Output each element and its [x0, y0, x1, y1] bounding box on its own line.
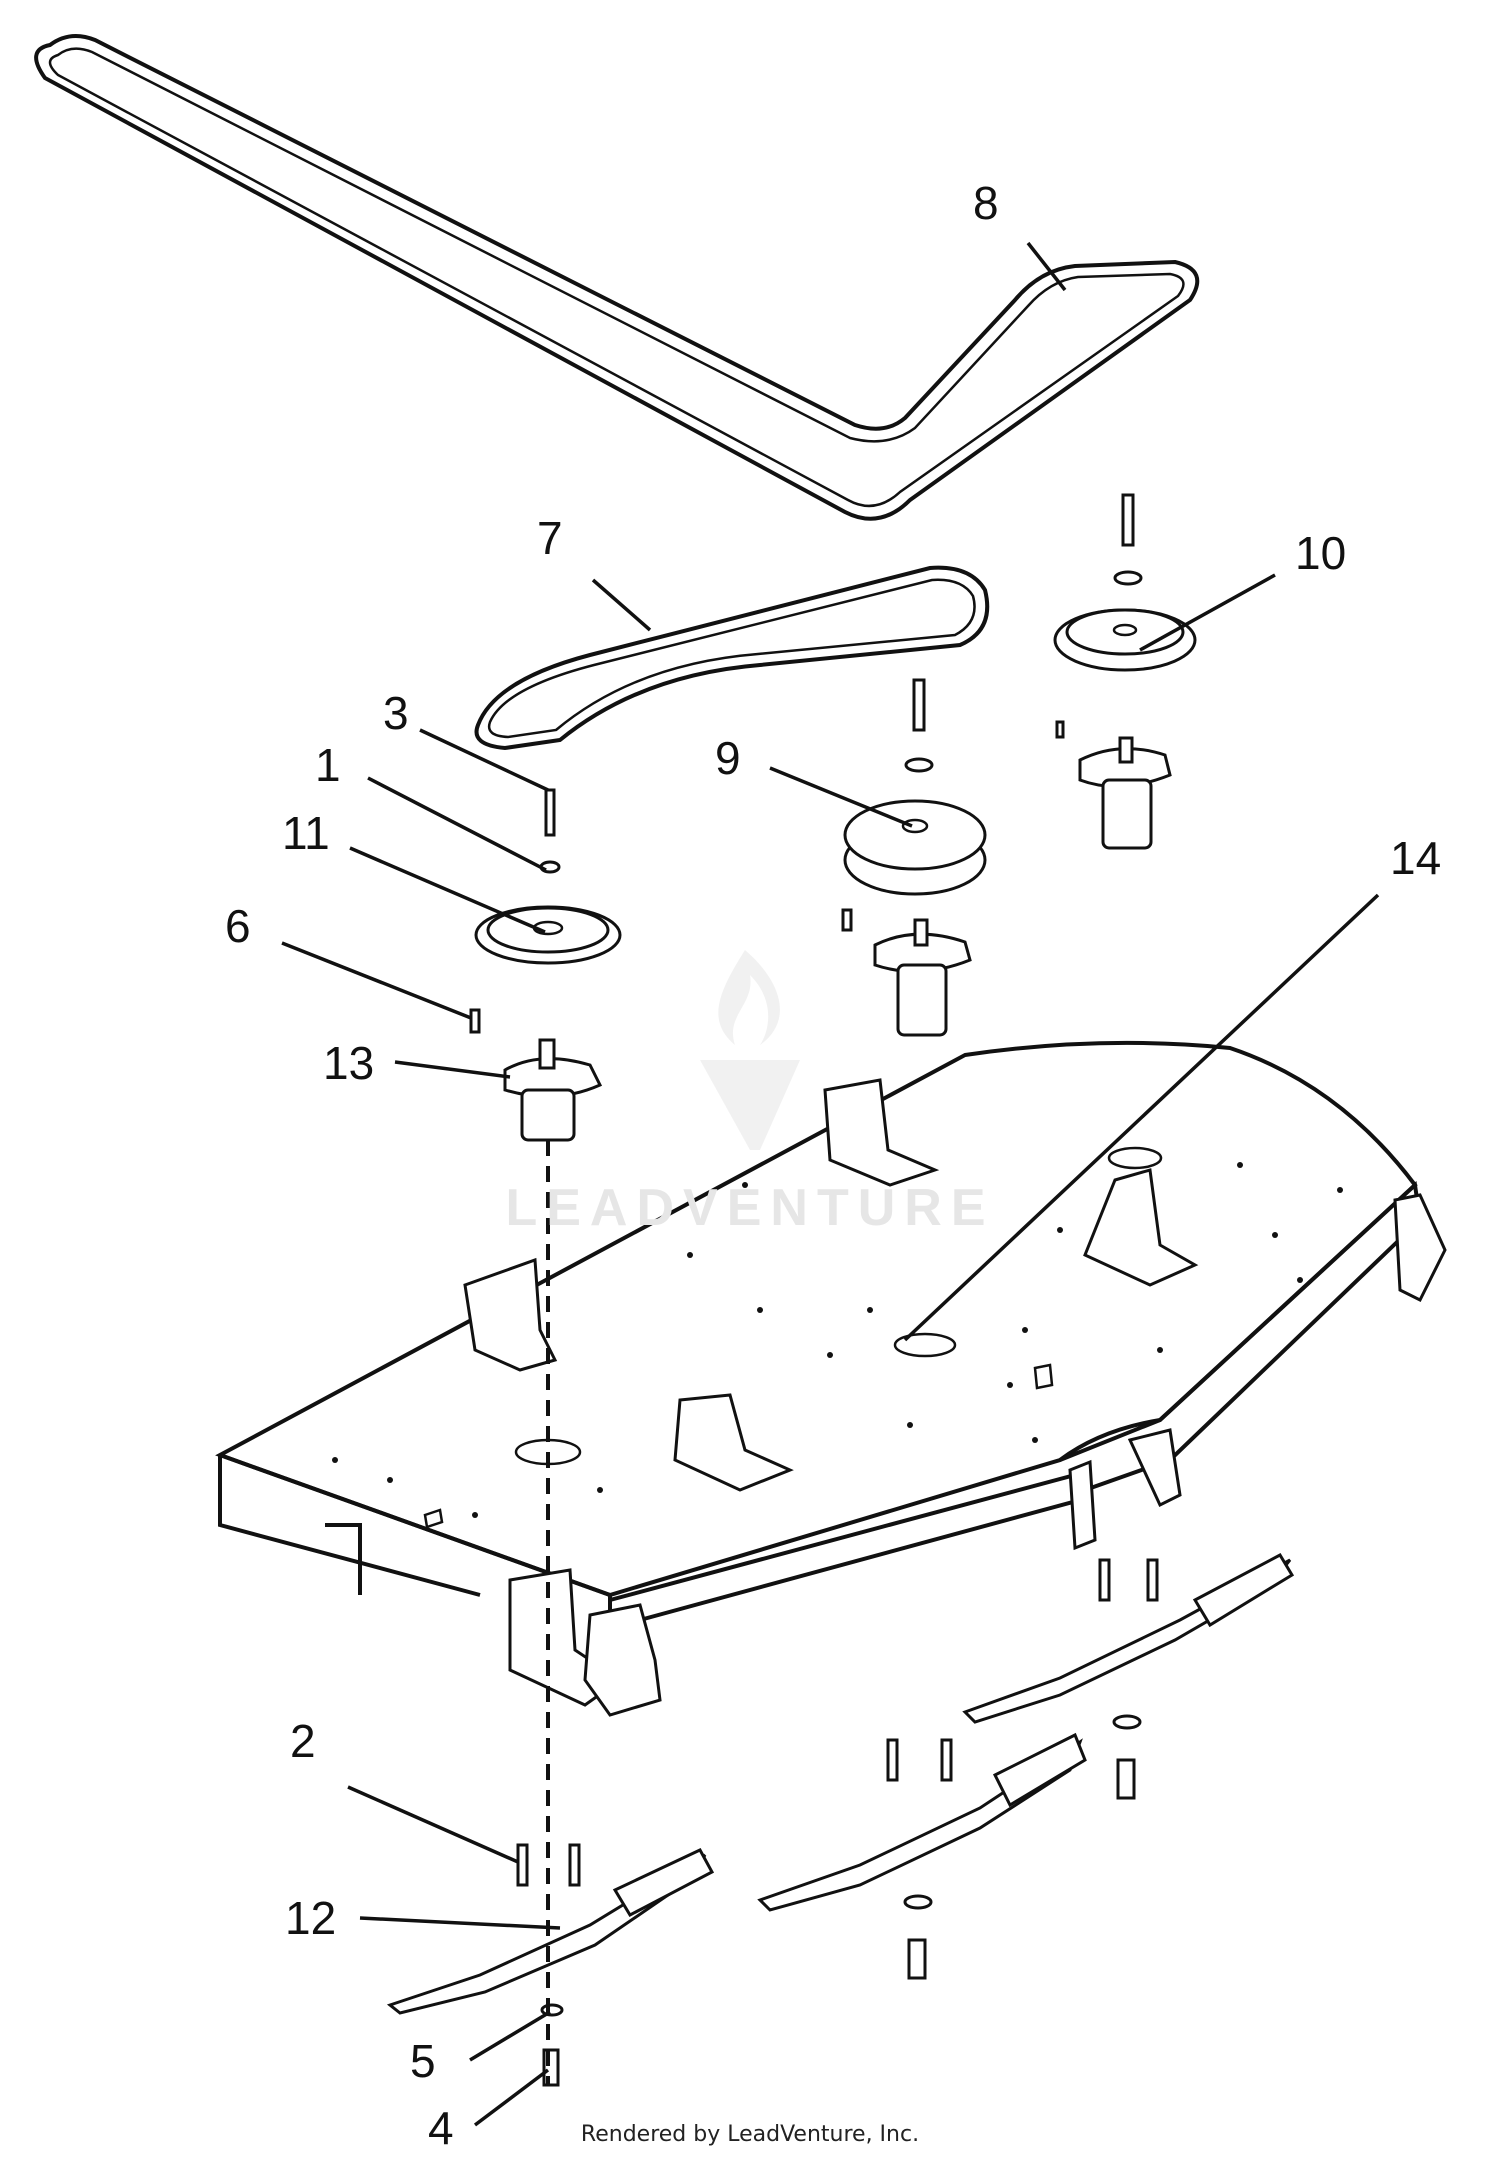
callout-4: 4 — [428, 2102, 454, 2154]
leader-lines — [281, 241, 1380, 2127]
callout-14: 14 — [1390, 832, 1442, 884]
callout-7: 7 — [537, 512, 563, 564]
belt-7 — [474, 565, 990, 751]
callout-5: 5 — [410, 2035, 436, 2087]
mower-deck — [215, 1040, 1447, 1717]
pulley-11 — [474, 905, 622, 965]
spindle-right — [1078, 736, 1172, 850]
pulley-10 — [1053, 608, 1197, 672]
callout-11: 11 — [282, 807, 330, 859]
callout-13: 13 — [323, 1037, 375, 1089]
callout-9: 9 — [715, 732, 741, 784]
watermark-logo — [700, 950, 800, 1150]
blade-center — [757, 1732, 1087, 1912]
footer-credit: Rendered by LeadVenture, Inc. — [580, 2122, 920, 2147]
hardware — [469, 493, 1159, 2087]
callout-6: 6 — [225, 900, 251, 952]
spindle-left-13 — [503, 1038, 603, 1142]
pulley-9 — [843, 799, 987, 896]
belt-8 — [34, 34, 1200, 521]
blade-left-12 — [386, 1848, 715, 2015]
callout-10: 10 — [1295, 527, 1347, 579]
callout-12: 12 — [285, 1892, 337, 1944]
callout-3: 3 — [383, 687, 409, 739]
watermark-text: LEADVENTURE — [505, 1179, 995, 1237]
callout-2: 2 — [290, 1715, 316, 1767]
spindle-center — [873, 918, 972, 1037]
blade-right — [962, 1553, 1295, 1724]
callout-8: 8 — [973, 177, 999, 229]
callout-1: 1 — [315, 739, 341, 791]
